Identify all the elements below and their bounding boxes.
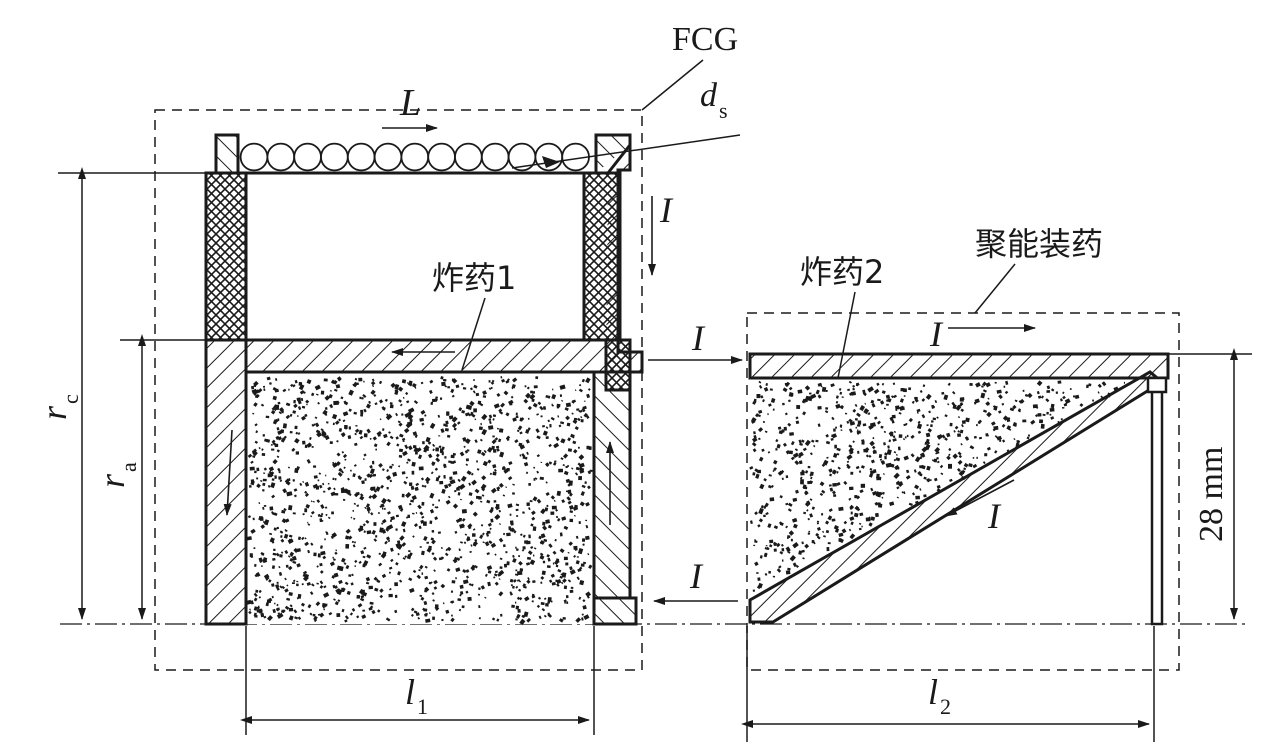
explosive1-leader [461,297,486,371]
l2-label: l2 [928,672,951,719]
coil-turn [400,142,430,172]
fcg-boundary [154,109,643,671]
coil-turn [480,142,510,172]
fcg-leader [641,59,704,111]
liner-current-label: I [987,496,1002,536]
armature-top-plate [244,338,610,374]
l1-label: l1 [405,672,428,719]
top-plate-current-label: I [929,314,944,354]
shaped-charge-right-cap [1146,376,1168,394]
rc-label: rc [34,394,83,420]
armature-left-current-arrow [223,429,233,516]
coil-turns [239,142,590,172]
explosive2-label: 炸药2 [800,253,884,291]
explosive2-speckle [749,380,1126,592]
ra-label: ra [92,462,141,488]
svg-text:rc: rc [34,394,83,420]
fcg-chamber [244,171,586,342]
fcg-label: FCG [672,21,738,58]
coil-turn [373,142,403,172]
armature-bottom-block [592,596,638,626]
coil-turn [427,142,456,172]
output-lead [606,140,644,374]
explosive1-label: 炸药1 [432,259,516,297]
svg-text:ra: ra [92,462,141,488]
lead-current-label: I [659,190,674,230]
armature-left-wall [204,338,248,626]
shaped-charge-right-post [1150,376,1164,626]
coil-turn [293,142,322,172]
liner-cone [748,370,1165,624]
shaped-charge-leader [974,263,1016,314]
liner-current-arrow [945,479,1015,517]
shaped-charge-top-plate [748,352,1170,380]
explosive2-leader [837,291,856,379]
wire-diameter-label: ds [700,77,728,123]
armature-right-wall [592,370,632,600]
svg-text:28 mm: 28 mm [1193,447,1230,542]
coil-turn [454,142,483,172]
coil-current-label: L [399,82,421,124]
output-current-label: I [691,318,706,358]
shaped-charge-boundary [746,312,1180,671]
coil-turn [346,142,376,172]
coil-turn [239,142,269,172]
wire-diameter-arrowhead [542,156,560,168]
coil-turn [320,142,349,172]
coil-clamp-left [214,133,240,173]
coil-turn [266,142,296,172]
dim28-label: 28 mm [1193,447,1230,542]
return-current-label: I [689,556,704,596]
shaped-charge-label: 聚能装药 [975,225,1103,263]
explosive1-speckle [245,376,593,626]
stator-left-wall [204,171,248,342]
